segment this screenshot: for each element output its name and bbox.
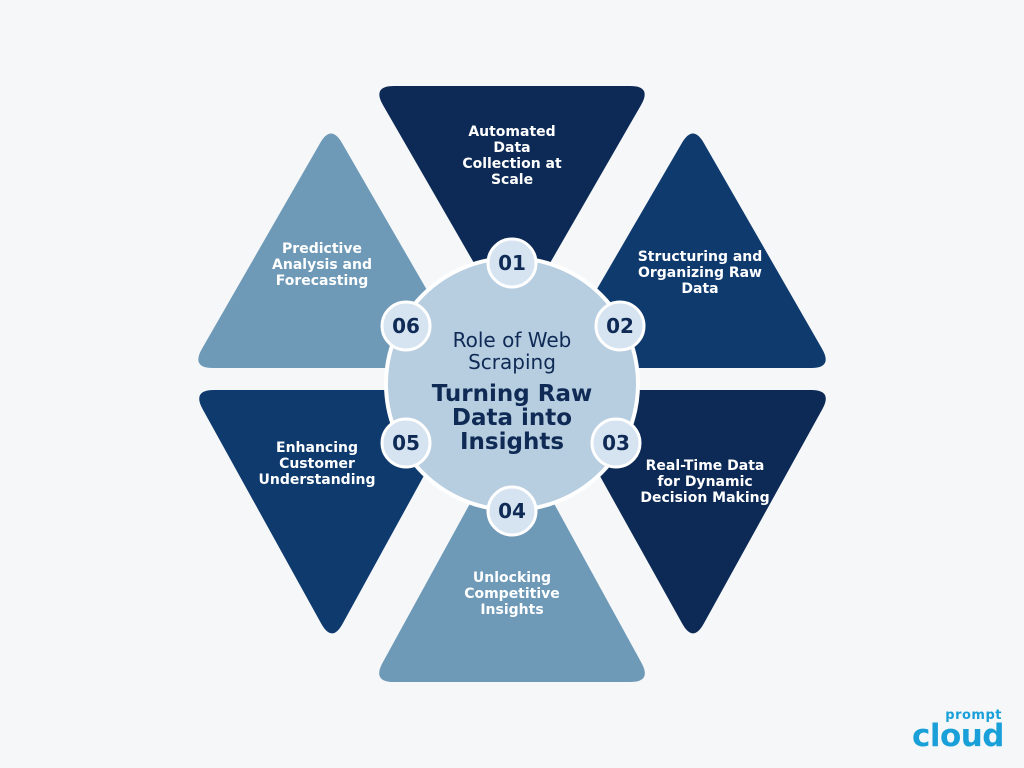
badge-05-number: 05 [392,431,420,455]
logo-main-text: cloud [911,718,1005,754]
badge-04-number: 04 [498,499,526,523]
center-subtitle-line-2: Scraping [468,350,556,374]
badge-02 [594,300,646,352]
segment-02-label-line-3: Data [681,281,718,297]
segment-04-label-line-3: Insights [480,602,543,618]
segment-03-label-line-1: Real-Time Data [646,458,765,474]
segment-01-label-line-4: Scale [491,172,533,188]
badge-05 [380,417,432,469]
segment-06-label-line-2: Analysis and [272,257,372,273]
segment-05-label-line-1: Enhancing [276,440,358,456]
badge-03 [590,417,642,469]
segment-05-label-line-3: Understanding [258,472,375,488]
promptcloud-logo: prompt cloud [906,708,1005,754]
segment-04 [379,436,645,682]
badge-04 [486,485,538,537]
segment-03-label-line-3: Decision Making [640,490,769,506]
center-title-line-3: Insights [460,429,564,455]
center-circle-group: Role of Web Scraping Turning Raw Data in… [384,256,640,512]
badge-06-number: 06 [392,314,420,338]
badge-02-number: 02 [606,314,634,338]
center-title-line-1: Turning Raw [432,381,592,407]
segment-01 [379,86,645,320]
center-title-line-2: Data into [452,405,572,431]
segment-01-label-line-3: Collection at [462,156,562,172]
segment-01-label-line-2: Data [493,140,530,156]
segment-06-label-line-1: Predictive [282,241,362,257]
segment-01-label-line-1: Automated [468,124,555,140]
segment-02-label-line-1: Structuring and [638,249,763,265]
segment-04-label-line-1: Unlocking [473,570,551,586]
badge-06 [380,300,432,352]
badge-01-number: 01 [498,251,526,275]
badge-01 [486,237,538,289]
segment-04-label-line-2: Competitive [464,586,560,602]
badge-03-number: 03 [602,431,630,455]
badges-layer: 01 02 03 04 05 06 [380,237,646,537]
segment-02-label-line-2: Organizing Raw [638,265,762,281]
segment-05-label-line-2: Customer [279,456,355,472]
segment-03-label-line-2: for Dynamic [657,474,752,490]
segment-06-label-line-3: Forecasting [276,273,369,289]
logo-top-text: prompt [945,708,1002,723]
center-subtitle-line-1: Role of Web [453,328,572,352]
